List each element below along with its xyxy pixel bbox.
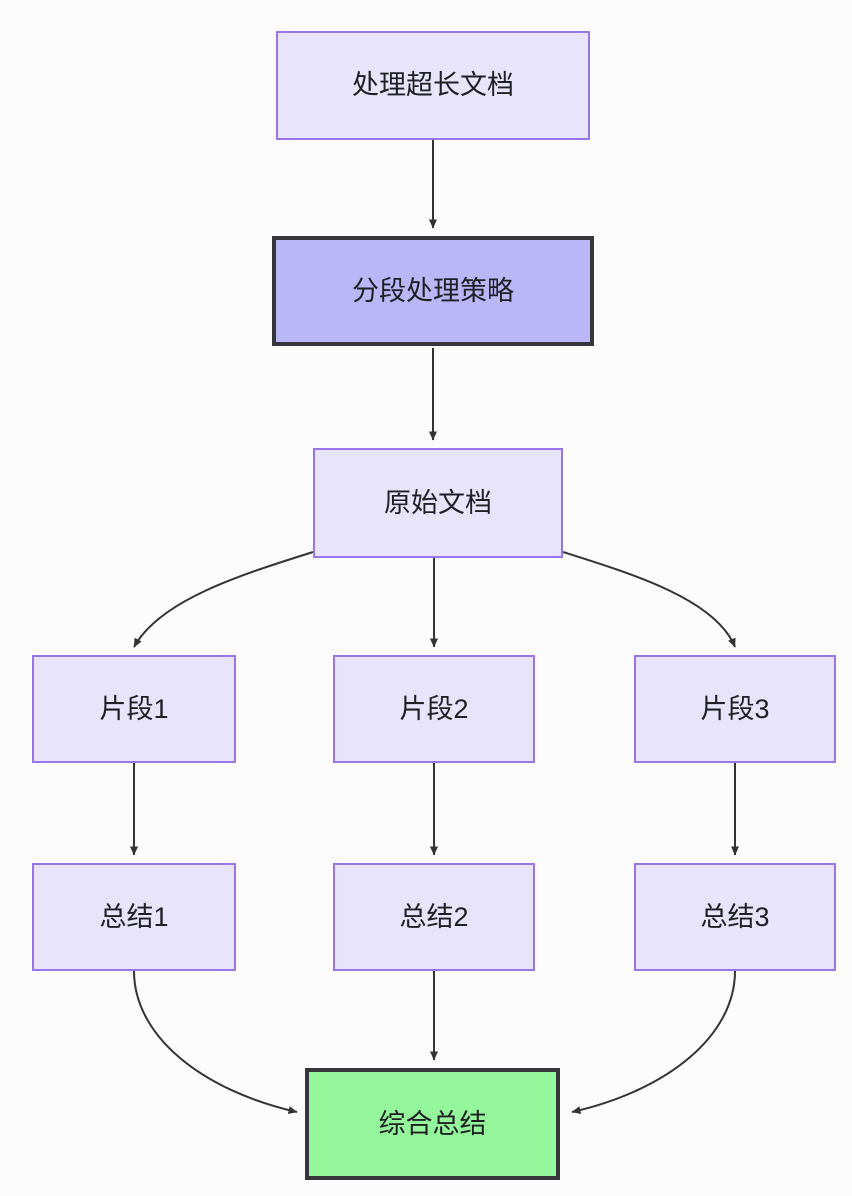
node-s1[interactable]: 总结1 [32, 863, 236, 971]
node-label-f1: 片段1 [99, 693, 169, 724]
node-s3[interactable]: 总结3 [634, 863, 836, 971]
edge-n3-to-f1 [133, 551, 314, 648]
node-r1[interactable]: 综合总结 [305, 1068, 560, 1180]
node-n2[interactable]: 分段处理策略 [272, 236, 594, 346]
node-label-f3: 片段3 [700, 693, 770, 724]
edge-n3-to-f3 [562, 551, 736, 648]
node-f3[interactable]: 片段3 [634, 655, 836, 763]
node-f1[interactable]: 片段1 [32, 655, 236, 763]
node-f2[interactable]: 片段2 [333, 655, 535, 763]
node-s2[interactable]: 总结2 [333, 863, 535, 971]
node-label-n3: 原始文档 [384, 487, 492, 518]
edge-s1-to-r1 [133, 970, 298, 1115]
node-label-f2: 片段2 [399, 693, 469, 724]
node-n1[interactable]: 处理超长文档 [276, 31, 590, 140]
node-label-n2: 分段处理策略 [352, 275, 514, 306]
node-label-s1: 总结1 [99, 901, 169, 932]
node-label-s3: 总结3 [700, 901, 770, 932]
node-label-r1: 综合总结 [378, 1108, 487, 1139]
node-label-s2: 总结2 [399, 901, 469, 932]
node-n3[interactable]: 原始文档 [313, 448, 563, 558]
edge-s3-to-r1 [571, 970, 736, 1115]
node-label-n1: 处理超长文档 [352, 70, 514, 101]
